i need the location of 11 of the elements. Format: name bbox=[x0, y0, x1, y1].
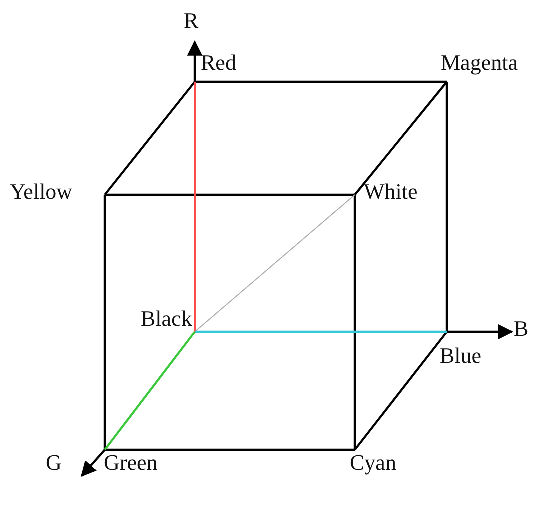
vertex-label: Red bbox=[201, 52, 236, 74]
vertex-label: Green bbox=[104, 452, 158, 474]
vertex-label: Yellow bbox=[10, 181, 73, 203]
vertex-label: Blue bbox=[440, 345, 482, 367]
vertex-label: Magenta bbox=[441, 52, 518, 74]
vertex-label: White bbox=[364, 181, 418, 203]
axis-label: G bbox=[46, 452, 62, 474]
axis-label: B bbox=[514, 318, 529, 340]
axis-label: R bbox=[184, 10, 199, 32]
vertex-label: Black bbox=[141, 308, 192, 330]
vertex-label: Cyan bbox=[350, 452, 396, 474]
